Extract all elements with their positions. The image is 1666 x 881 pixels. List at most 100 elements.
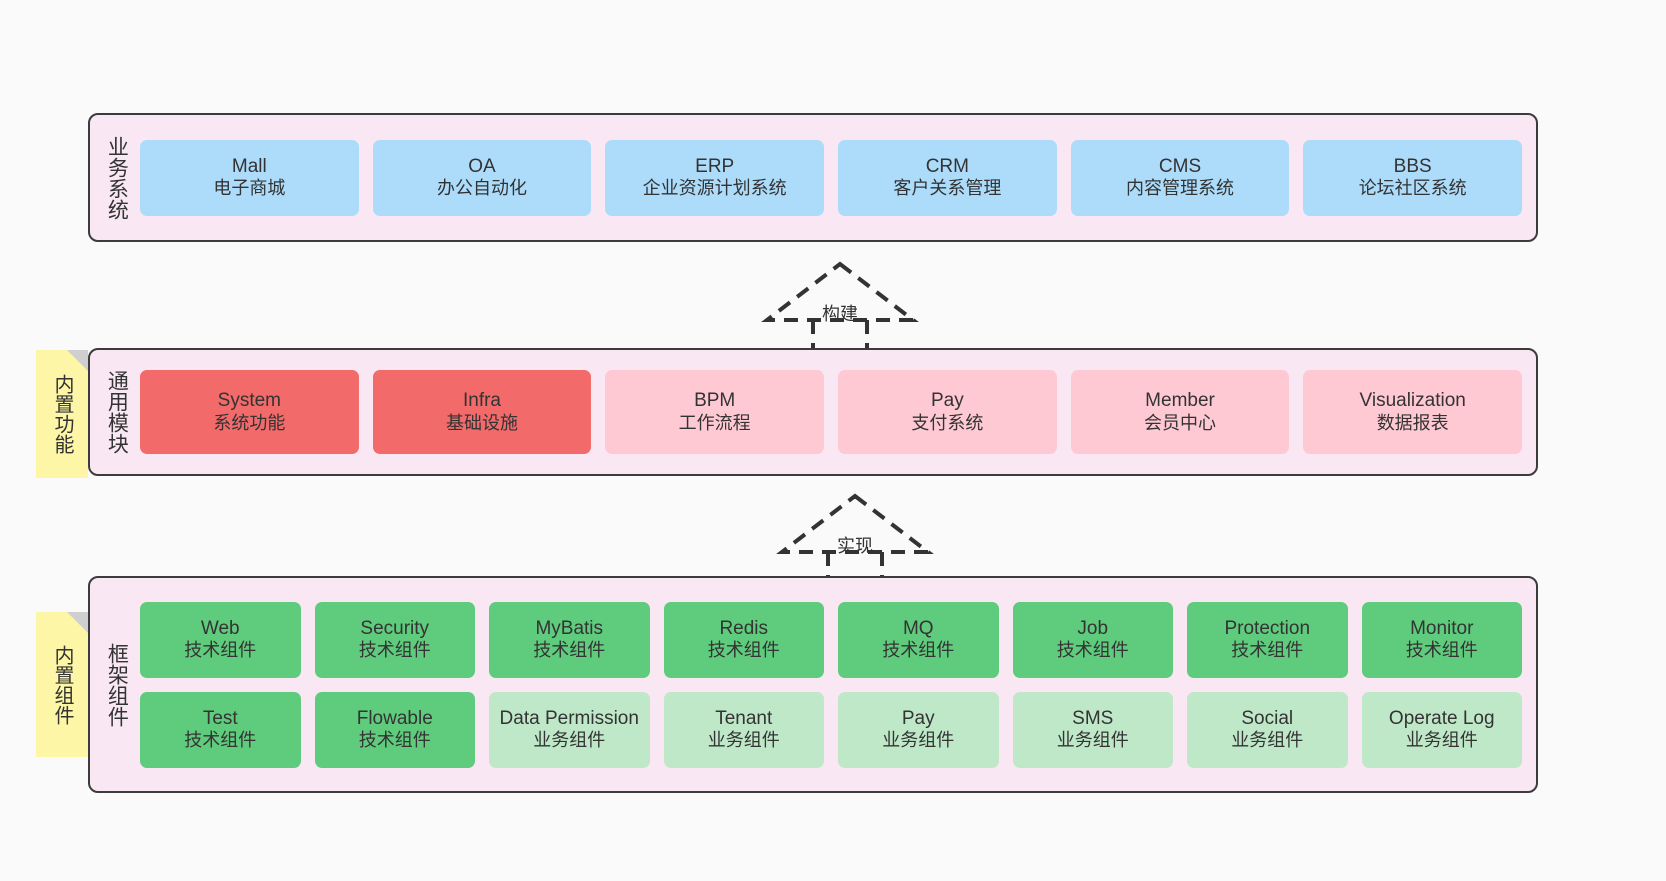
node-subtitle: 技术组件: [1231, 640, 1304, 661]
node-title: Mall: [231, 155, 267, 177]
node-subtitle: 系统功能: [213, 412, 286, 433]
node-title: MQ: [902, 617, 934, 639]
node-subtitle: 技术组件: [1405, 640, 1478, 661]
node-subtitle: 论坛社区系统: [1358, 178, 1467, 199]
sticky-note-builtin-functions: 内置功能: [36, 350, 88, 478]
node-subtitle: 业务组件: [1231, 730, 1304, 751]
node-subtitle: 内容管理系统: [1126, 178, 1235, 199]
node-title: Pay: [930, 390, 964, 412]
node-subtitle: 客户关系管理: [893, 178, 1002, 199]
node-title: Protection: [1224, 617, 1311, 639]
node-subtitle: 技术组件: [358, 730, 431, 751]
node-title: CMS: [1158, 155, 1202, 177]
node-subtitle: 业务组件: [1056, 730, 1129, 751]
node-title: Monitor: [1410, 617, 1474, 639]
node-title: Flowable: [356, 707, 433, 729]
sticky-note-builtin-components: 内置组件: [36, 612, 88, 757]
node-title: Infra: [462, 390, 502, 412]
node-subtitle: 数据报表: [1376, 412, 1449, 433]
node-title: Test: [202, 707, 238, 729]
node-title: Social: [1241, 707, 1294, 729]
layer-framework-components-title: 框架组件: [105, 642, 129, 727]
node-title: Security: [360, 617, 430, 639]
node-title: OA: [468, 155, 496, 177]
node-subtitle: 业务组件: [1405, 730, 1478, 751]
sticky-note-builtin-components-label: 内置组件: [51, 644, 73, 725]
node-subtitle: 技术组件: [707, 640, 780, 661]
node-title: BBS: [1393, 155, 1432, 177]
node-title: Pay: [901, 707, 935, 729]
sticky-note-builtin-functions-label: 内置功能: [51, 374, 73, 454]
node-title: ERP: [695, 155, 735, 177]
node-title: System: [217, 390, 282, 412]
node-title: BPM: [694, 390, 736, 412]
node-subtitle: 业务组件: [707, 730, 780, 751]
node-subtitle: 基础设施: [446, 412, 518, 433]
node-title: CRM: [925, 155, 969, 177]
node-title: Redis: [719, 617, 769, 639]
node-title: Tenant: [715, 707, 773, 729]
arrow-build-label: 构建: [822, 304, 858, 324]
node-subtitle: 企业资源计划系统: [642, 178, 787, 199]
node-title: Member: [1145, 390, 1215, 412]
node-title: Operate Log: [1388, 707, 1495, 729]
node-subtitle: 工作流程: [678, 412, 751, 433]
node-title: SMS: [1072, 707, 1114, 729]
node-subtitle: 技术组件: [1056, 640, 1129, 661]
node-title: Visualization: [1359, 390, 1466, 412]
node-title: Web: [200, 617, 240, 639]
node-subtitle: 办公自动化: [437, 178, 527, 199]
arrow-implement: 实现: [770, 490, 940, 585]
node-subtitle: 业务组件: [882, 730, 955, 751]
node-subtitle: 技术组件: [882, 640, 955, 661]
arrow-build: 构建: [755, 258, 925, 353]
layer-business-title: 业务系统: [105, 135, 129, 220]
node-subtitle: 支付系统: [911, 412, 984, 433]
node-title: MyBatis: [535, 617, 604, 639]
node-title: Job: [1077, 617, 1109, 639]
node-subtitle: 技术组件: [533, 640, 606, 661]
arrow-implement-label: 实现: [837, 536, 873, 556]
node-title: Data Permission: [499, 707, 639, 729]
layer-common-modules-title: 通用模块: [105, 370, 129, 454]
node-subtitle: 业务组件: [533, 730, 606, 751]
